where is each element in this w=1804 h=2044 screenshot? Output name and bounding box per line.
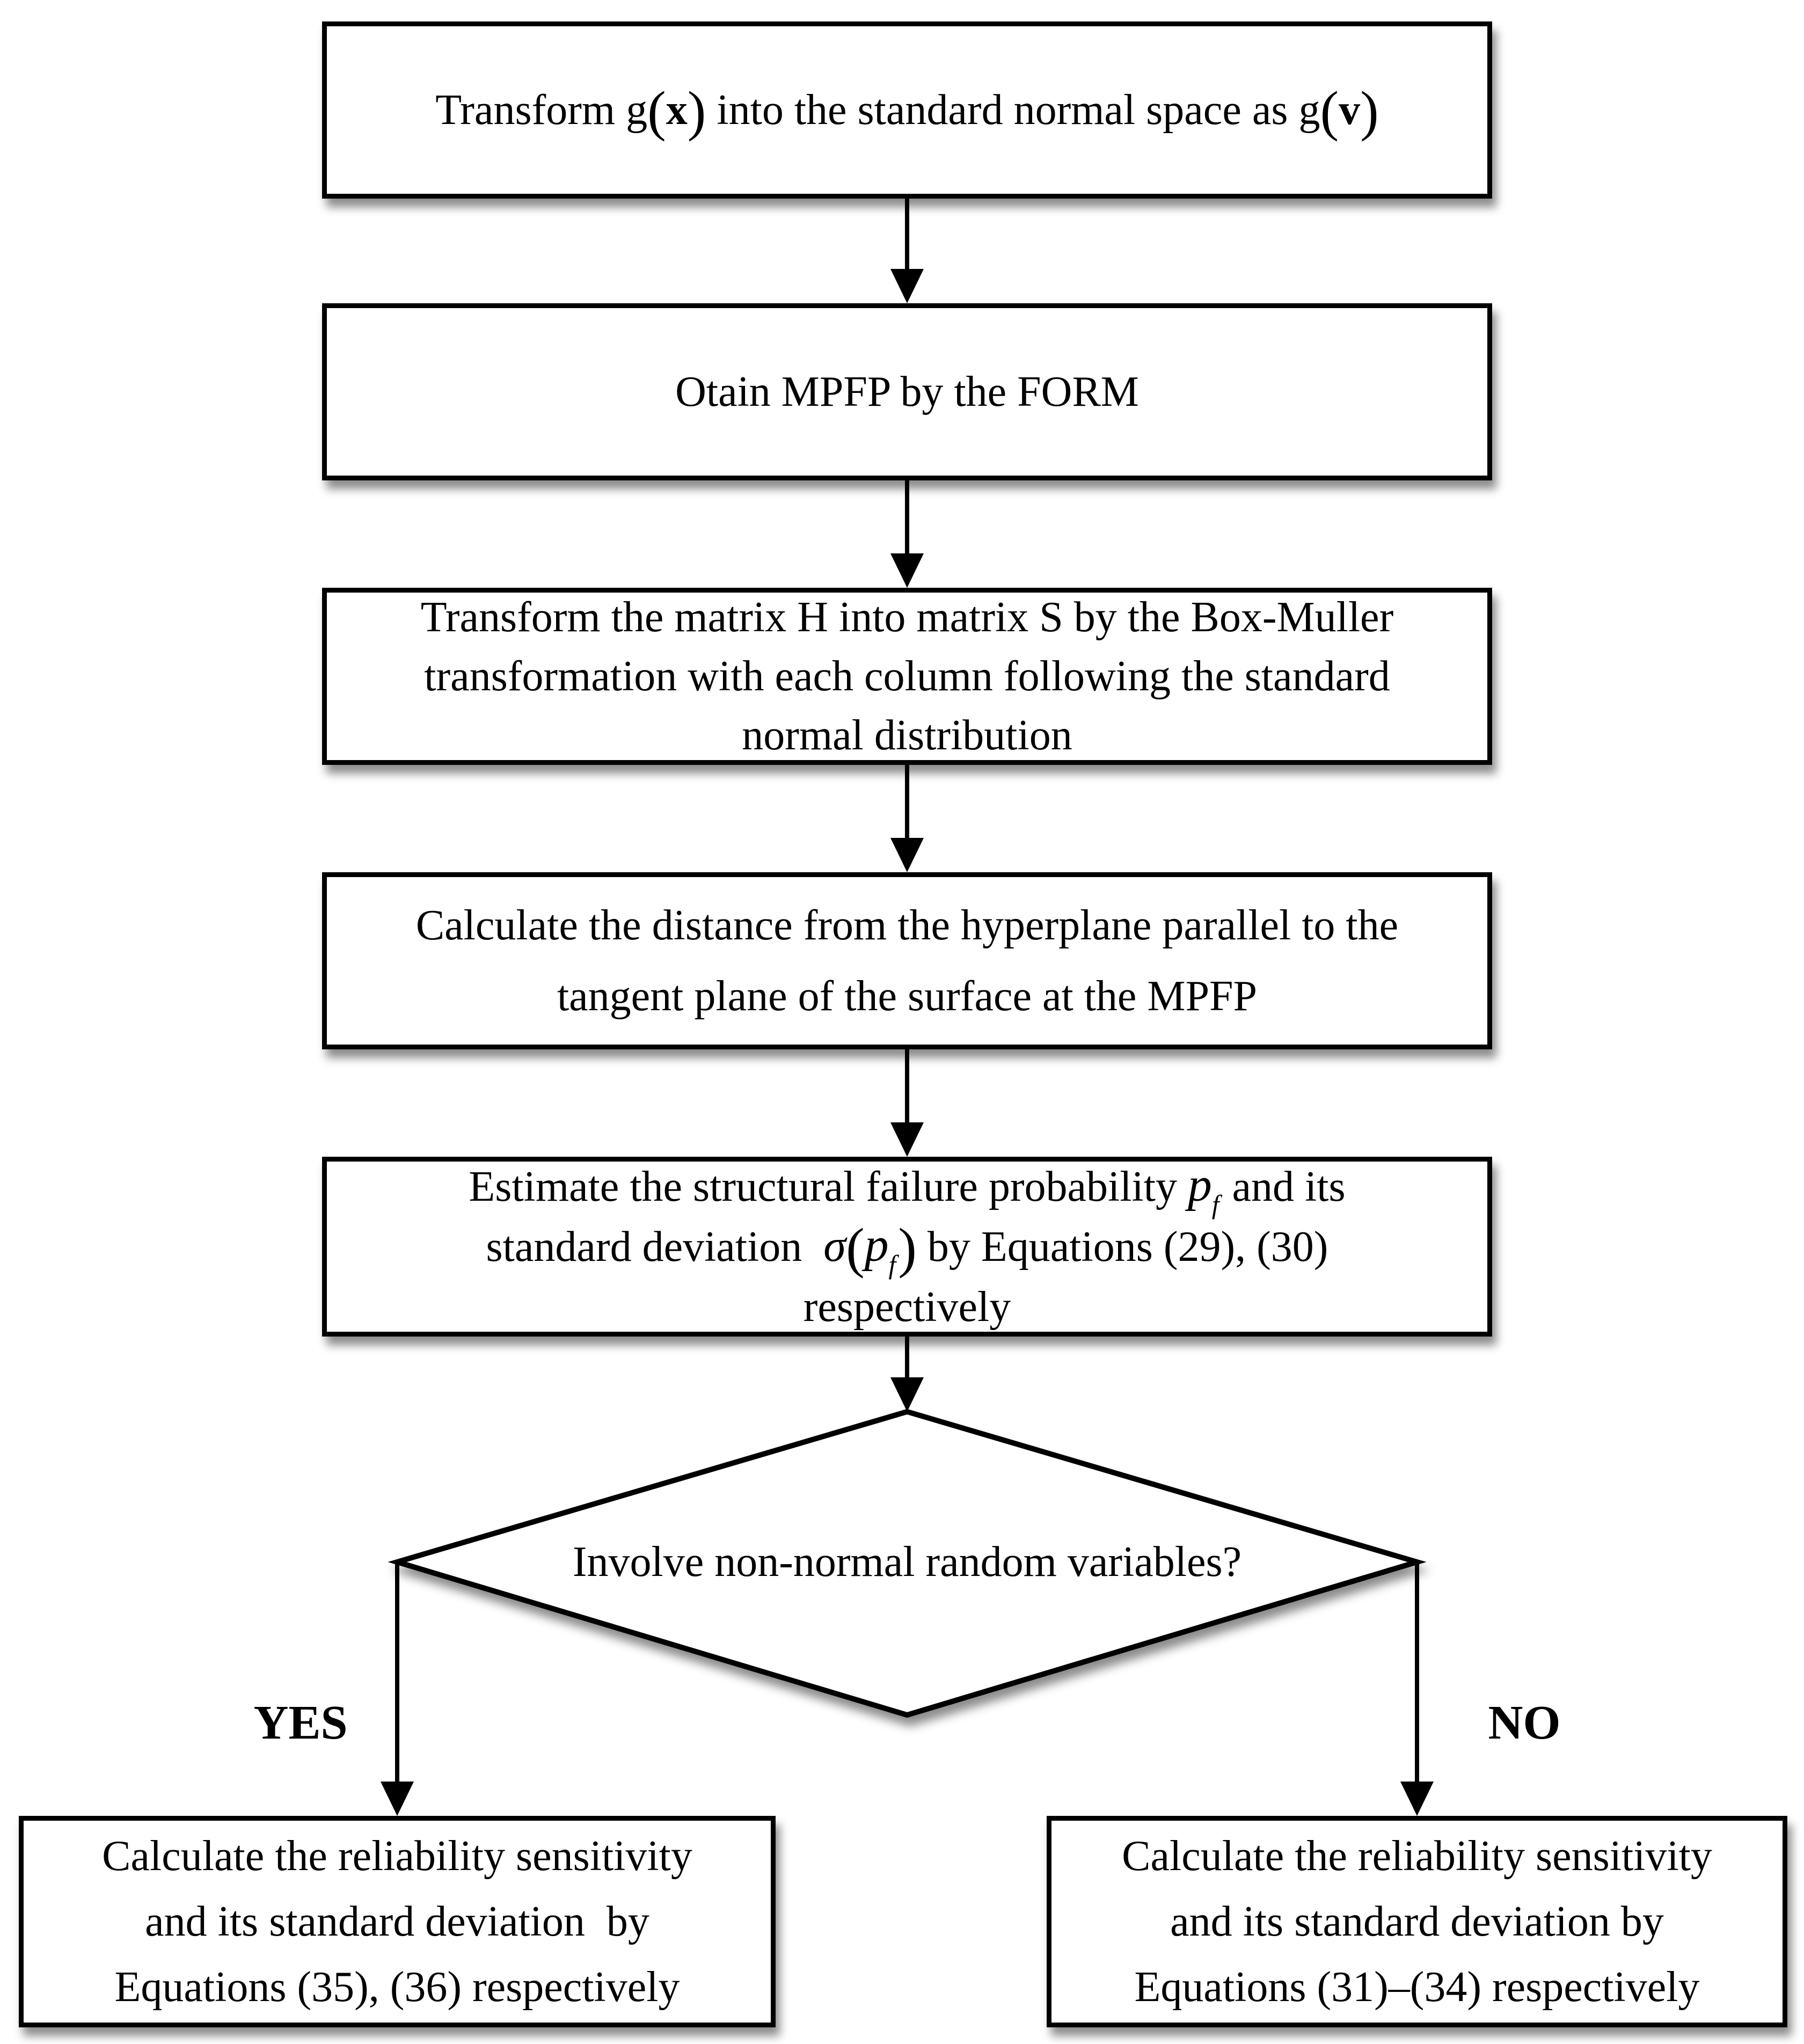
no-branch-label: NO [1488,1696,1561,1749]
text-fragment: into the standard normal space as [706,86,1299,134]
text-line: Estimate the structural failure probabil… [469,1157,1346,1220]
math-sub-f: f [1211,1190,1219,1220]
process-box-sensitivity-eq-31-34: Calculate the reliability sensitivity an… [1047,1816,1787,2027]
text-line: Transform g(x) into the standard normal … [435,83,1379,138]
arrow-box1-to-box2 [890,199,924,303]
text-line: Calculate the reliability sensitivity [102,1833,692,1880]
arrow-box5-to-decision [890,1337,924,1412]
text-fragment: Transform [435,86,626,134]
math-g: g [626,86,648,134]
process-box-sensitivity-eq-35-36: Calculate the reliability sensitivity an… [19,1816,776,2027]
arrow-box3-to-box4 [890,765,924,872]
math-g: g [1298,86,1320,134]
math-var-p: p [864,1218,889,1272]
text-line: tangent plane of the surface at the MPFP [557,973,1258,1020]
text-line: transformation with each column followin… [424,653,1390,700]
text-line: respectively [803,1283,1011,1331]
math-paren-close: ) [687,79,706,142]
math-sigma: σ [823,1220,846,1271]
process-box-box-muller-transform: Transform the matrix H into matrix S by … [322,588,1492,765]
text-fragment: by Equations (29), (30) [916,1223,1328,1271]
yes-branch-label: YES [253,1696,348,1749]
text-line: Equations (31)–(34) respectively [1134,1963,1700,2011]
math-var-p: p [1187,1158,1212,1211]
arrow-box4-to-box5 [890,1049,924,1157]
process-box-estimate-failure-probability: Estimate the structural failure probabil… [322,1157,1492,1337]
math-var-x: x [666,86,688,134]
math-paren-open: ( [1320,79,1339,142]
text-line: Calculate the distance from the hyperpla… [415,902,1399,949]
text-line: Equations (35), (36) respectively [114,1963,680,2011]
text-line: and its standard deviation by [145,1898,649,1945]
process-box-calculate-distance: Calculate the distance from the hyperpla… [322,872,1492,1049]
text-line: and its standard deviation by [1170,1898,1664,1945]
decision-text: Involve non-normal random variables? [572,1538,1242,1586]
text-line: standard deviation σ(pf) by Equations (2… [486,1216,1328,1280]
text-fragment: and its [1221,1163,1346,1210]
text-line: Otain MPFP by the FORM [675,368,1139,415]
math-paren-close: ) [898,1216,917,1279]
text-line: normal distribution [742,712,1072,759]
math-paren-open: ( [647,79,666,142]
arrow-no-branch [1400,1562,1434,1816]
process-box-obtain-mpfp: Otain MPFP by the FORM [322,303,1492,480]
text-line: Calculate the reliability sensitivity [1122,1833,1712,1880]
math-paren-open: ( [846,1216,865,1279]
text-fragment: Estimate the structural failure probabil… [469,1163,1188,1210]
decision-diamond-shape [388,1408,1427,1718]
arrow-box2-to-box3 [890,480,924,588]
math-sub-f: f [888,1250,896,1280]
math-paren-close: ) [1360,79,1379,142]
text-fragment: standard deviation [486,1223,824,1271]
text-line: Transform the matrix H into matrix S by … [420,594,1394,641]
math-var-v: v [1339,86,1361,134]
arrow-yes-branch [381,1562,414,1816]
process-box-transform-to-standard-normal: Transform g(x) into the standard normal … [322,21,1492,199]
